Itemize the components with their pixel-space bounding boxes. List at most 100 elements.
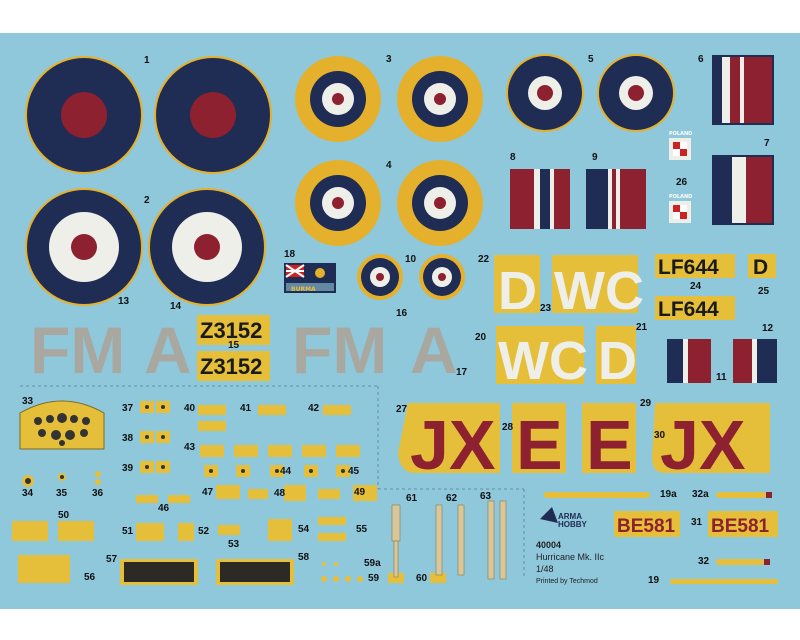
decal-number: 32 [698,556,710,567]
carrier-be581 [614,511,778,537]
brand-top: ARMA [558,512,582,521]
roundel-10-right [419,254,465,300]
decal-number: 6 [698,54,704,65]
roundel-1-left [25,56,143,174]
decal-number: 20 [475,332,487,343]
decal-number: 53 [228,539,240,550]
roundel-4-left [295,160,381,246]
carrier-wc-d [494,255,638,384]
decal-number: 27 [396,404,408,415]
poland-label-bottom: POLAND [669,194,692,200]
decal-number: 58 [298,552,310,563]
decal-number: 48 [274,488,286,499]
code-a-right: A [410,313,458,387]
decal-number: 50 [58,510,70,521]
decal-number: 9 [592,152,598,163]
roundel-2-right [148,188,266,306]
decal-number: 23 [540,303,552,314]
decal-number: 38 [122,433,134,444]
roundel-2-left [25,188,143,306]
poland-label-top: POLAND [669,131,692,137]
decal-number: 57 [106,554,118,565]
product-scale: 1/48 [536,564,554,574]
roundel-1-right [154,56,272,174]
roundel-3-right [397,56,483,142]
decal-number: 61 [406,493,418,504]
carrier-z3152 [197,315,270,381]
burma-label: BURMA [291,286,316,293]
roundel-3-left [295,56,381,142]
code-fm-right: FM [292,313,387,387]
carrier-jx-e [398,403,770,473]
dot-strips [544,492,778,584]
decal-number: 62 [446,493,458,504]
decal-number: 4 [386,160,392,171]
decal-number: 15 [228,340,240,351]
brand-bottom: HOBBY [558,520,587,529]
serial-be581-right: BE581 [711,516,770,537]
code-wc-bottom: WC [498,331,588,391]
decal-number: 43 [184,442,196,453]
code-wc-top: WC [554,261,644,321]
printer-credit: Printed by Techmod [536,578,598,585]
decal-number: 7 [764,138,770,149]
serial-be581-left: BE581 [617,516,676,537]
decal-number: 45 [348,466,360,477]
letter-d-small: D [753,256,768,279]
decal-number: 54 [298,524,310,535]
decal-number: 60 [416,573,428,584]
polish-insignia-top [669,138,691,160]
instrument-panel [19,400,105,450]
decal-number: 26 [676,177,688,188]
decal-number: 31 [691,517,703,528]
decal-number: 47 [202,487,214,498]
letter-e-right: E [586,406,633,484]
decal-number: 11 [716,372,727,383]
decal-number: 17 [456,367,468,378]
decal-number: 63 [480,491,492,502]
product-name: Hurricane Mk. IIc [536,552,605,562]
seat-harness [391,500,507,580]
fin-flash-8 [510,169,570,229]
decal-number: 3 [386,54,392,65]
decal-number: 59 [368,573,380,584]
stencil-icons [145,405,345,473]
serial-lf644-top: LF644 [658,256,719,279]
fin-flash-6 [712,55,774,125]
serial-z3152-top: Z3152 [200,318,262,343]
fin-flash-7 [712,155,774,225]
code-a-left: A [144,313,192,387]
decal-number: 16 [396,308,408,319]
decal-number: 14 [170,301,182,312]
letter-e-left: E [516,406,563,484]
decal-artwork: .big{font-family:"Liberation Sans",sans-… [12,54,778,585]
decal-number: 29 [640,398,652,409]
walkway-58 [220,562,290,582]
small-gauges [22,471,101,487]
decal-number: 42 [308,403,320,414]
decal-number: 18 [284,249,296,260]
decal-number: 13 [118,296,130,307]
decal-number: 19 [648,575,660,586]
decal-number: 32a [692,489,709,500]
serial-z3152-bottom: Z3152 [200,354,262,379]
decal-number: 21 [636,322,648,333]
decal-number: 52 [198,526,210,537]
decal-number: 41 [240,403,252,414]
decal-number: 55 [356,524,368,535]
decal-number: 10 [405,254,417,265]
roundel-10-left [357,254,403,300]
code-jx-left: JX [410,406,496,484]
decal-number: 51 [122,526,134,537]
fin-flash-12 [733,339,777,383]
decal-number: 22 [478,254,490,265]
decal-number: 1 [144,55,150,66]
decal-number: 25 [758,286,770,297]
roundel-4-right [397,160,483,246]
roundel-5-left [506,54,584,132]
letter-d-top: D [498,261,537,321]
decal-number: 24 [690,281,702,292]
small-dots-59 [321,562,363,582]
decal-number: 34 [22,488,34,499]
separator-lines [20,385,525,578]
